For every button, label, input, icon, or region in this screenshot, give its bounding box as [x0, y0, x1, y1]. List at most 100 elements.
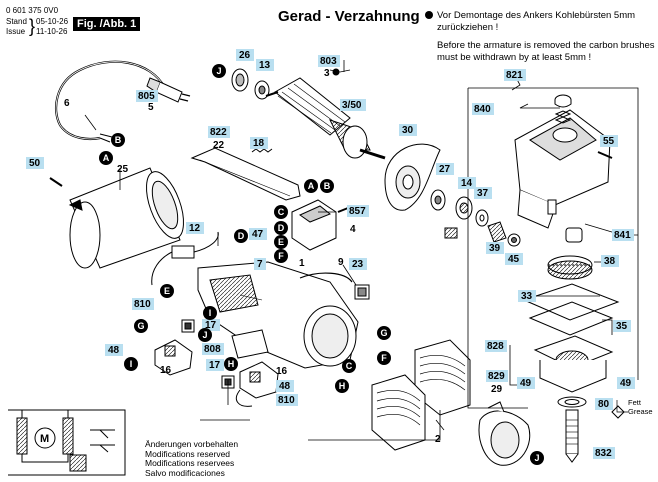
svg-text:29: 29 [491, 384, 503, 395]
part-label-821: 821 [504, 69, 526, 81]
part-label-5: 5 [148, 102, 154, 113]
svg-text:25: 25 [117, 164, 129, 175]
svg-text:48: 48 [279, 381, 291, 392]
part-label-16a: 16 [160, 365, 172, 376]
issue-label: Issue [6, 27, 26, 36]
note-english-line1: Before the armature is removed the carbo… [437, 40, 655, 51]
svg-text:829: 829 [488, 371, 505, 382]
callout-i-1: I [203, 306, 217, 320]
part-label-18: 18 [250, 137, 268, 149]
callout-a-2: A [304, 179, 318, 193]
part-number: 0 601 375 0V0 [6, 6, 59, 15]
part-label-7: 7 [254, 258, 266, 270]
grease-note-en: Grease [628, 407, 653, 416]
svg-text:50: 50 [29, 158, 41, 169]
part-label-810b: 810 [276, 394, 298, 406]
part-label-808: 808 [202, 343, 224, 355]
svg-text:26: 26 [239, 50, 251, 61]
protection-flange [384, 143, 441, 211]
washer-37 [475, 209, 489, 227]
svg-text:G: G [137, 321, 144, 331]
nut-45 [507, 233, 521, 247]
wiring-schematic: M [8, 409, 126, 476]
svg-text:17: 17 [209, 360, 221, 371]
label-808 [231, 329, 269, 359]
footer-line: Änderungen vorbehalten [145, 439, 239, 449]
part-label-49b: 49 [617, 377, 635, 389]
grease-note-de: Fett [628, 398, 642, 407]
svg-text:821: 821 [506, 70, 523, 81]
callout-d-1: D [274, 221, 288, 235]
part-label-25: 25 [117, 164, 129, 175]
svg-text:I: I [209, 308, 212, 318]
part-label-2: 2 [435, 434, 441, 445]
svg-text:B: B [324, 181, 331, 191]
bearing-14 [455, 196, 473, 220]
part-label-48a: 48 [105, 344, 123, 356]
part-label-39: 39 [486, 242, 504, 254]
stand-date: 05-10-26 [36, 17, 69, 26]
callout-j-3: J [530, 451, 544, 465]
footer-line: Modifications reservees [145, 458, 235, 468]
part-label-33: 33 [518, 290, 536, 302]
callout-j-1: J [212, 64, 226, 78]
svg-text:12: 12 [189, 223, 201, 234]
svg-text:3: 3 [324, 68, 330, 79]
stand-label: Stand [6, 17, 27, 26]
part-label-26: 26 [236, 49, 254, 61]
svg-text:D: D [278, 223, 285, 233]
callout-j-2: J [198, 328, 212, 342]
part-label-55: 55 [600, 135, 618, 147]
callout-b-1: B [111, 133, 125, 147]
svg-text:16: 16 [276, 366, 288, 377]
callout-c-1: C [274, 205, 288, 219]
part-label-13: 13 [256, 59, 274, 71]
svg-text:832: 832 [595, 448, 612, 459]
part-label-832: 832 [593, 447, 615, 459]
svg-text:F: F [278, 251, 284, 261]
part-label-841: 841 [612, 229, 634, 241]
callout-e-1: E [274, 235, 288, 249]
svg-text:F: F [381, 353, 387, 363]
svg-text:27: 27 [439, 164, 451, 175]
svg-text:822: 822 [210, 127, 227, 138]
bearing-27 [430, 189, 446, 211]
part-label-9: 9 [338, 257, 344, 268]
part-label-3: 3 [324, 68, 340, 79]
svg-text:33: 33 [521, 291, 533, 302]
part-label-828: 828 [485, 340, 507, 352]
brush-wire [236, 389, 253, 407]
svg-text:M: M [40, 433, 49, 445]
part-label-857: 857 [347, 205, 369, 217]
svg-text:18: 18 [253, 138, 265, 149]
motor-housing [68, 167, 184, 269]
svg-text:810: 810 [134, 299, 151, 310]
svg-text:37: 37 [477, 188, 489, 199]
part-label-805: 805 [136, 90, 158, 102]
svg-text:857: 857 [349, 206, 366, 217]
svg-text:2: 2 [435, 434, 441, 445]
pinion-39 [487, 221, 507, 243]
power-plug [146, 77, 191, 103]
part-label-829: 829 [486, 370, 508, 382]
callout-h-2: H [335, 379, 349, 393]
brush-holder-upper [154, 339, 193, 376]
svg-text:5: 5 [148, 102, 154, 113]
grease-marker [611, 400, 628, 419]
callout-f-2: F [377, 351, 391, 365]
part-label-38: 38 [601, 255, 619, 267]
svg-text:E: E [278, 237, 284, 247]
wheel-guard [478, 401, 531, 466]
figure-label: Fig. /Abb. 1 [73, 17, 141, 31]
part-label-803: 803 [318, 55, 340, 67]
footer-line: Modifications reserved [145, 448, 231, 459]
footer-notes: Änderungen vorbehalten Modifications res… [145, 439, 239, 478]
svg-text:J: J [202, 330, 207, 340]
part-label-1: 1 [299, 258, 305, 269]
switch-assembly [291, 199, 349, 251]
brush-holder-plate [190, 147, 301, 201]
svg-text:C: C [346, 361, 353, 371]
page-title: Gerad - Verzahnung [278, 8, 420, 25]
svg-text:7: 7 [257, 259, 263, 270]
